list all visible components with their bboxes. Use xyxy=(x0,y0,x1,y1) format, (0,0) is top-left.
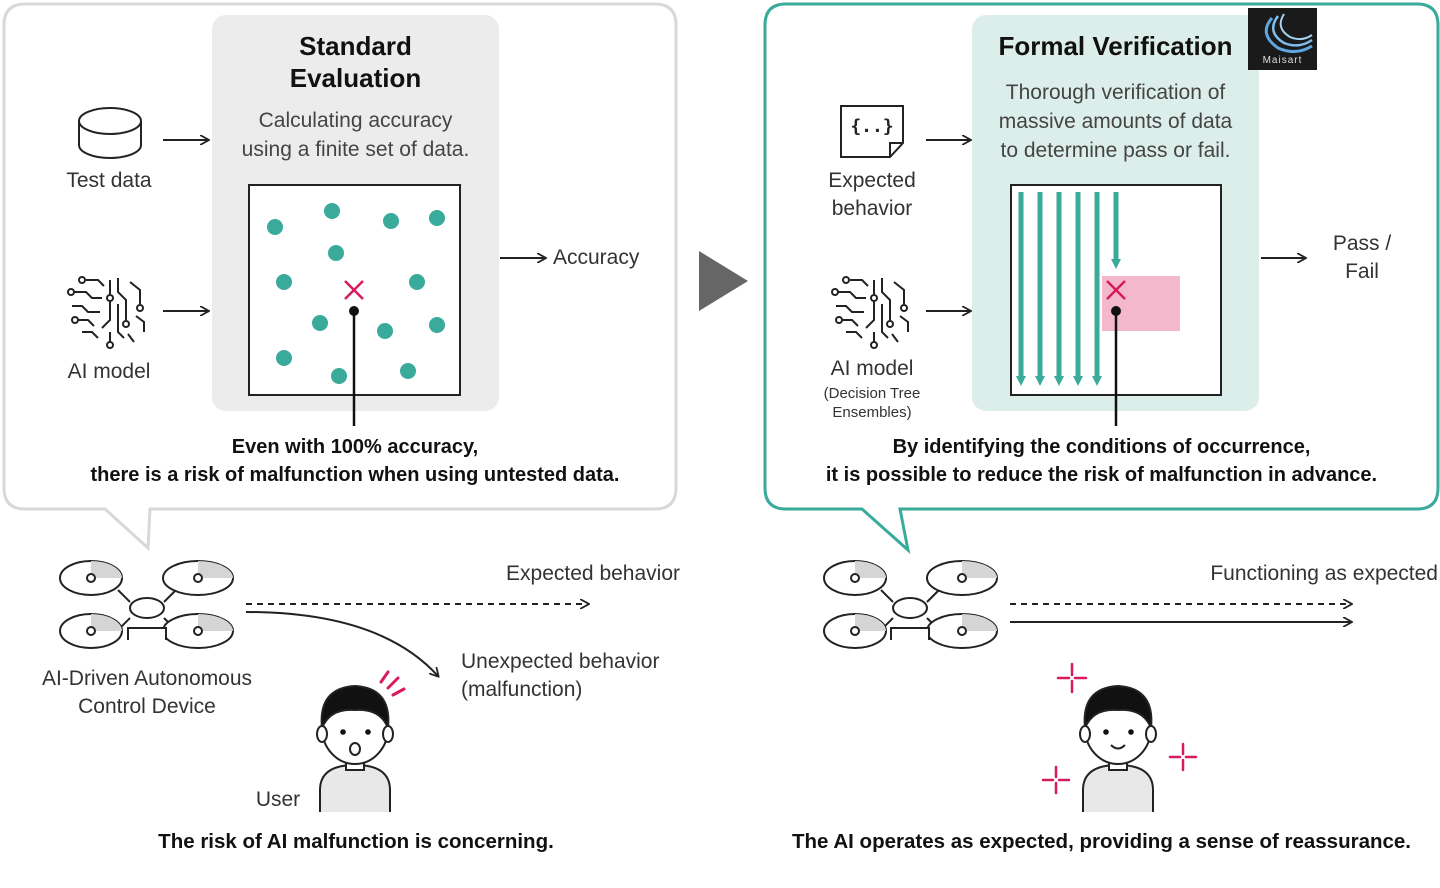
pointer-line-right xyxy=(1111,306,1121,426)
failure-region xyxy=(1102,276,1180,331)
malfunction-path-arrow xyxy=(245,611,438,676)
data-point xyxy=(429,210,445,226)
data-point xyxy=(267,219,283,235)
sparkle-marks xyxy=(1041,662,1198,795)
data-point xyxy=(409,274,425,290)
logo-text: Maisart xyxy=(1262,55,1303,66)
ai-model-note: Ensembles) xyxy=(832,404,912,421)
data-point xyxy=(328,245,344,261)
data-point xyxy=(324,203,340,219)
statement: it is possible to reduce the risk of mal… xyxy=(825,464,1378,486)
statement: there is a risk of malfunction when usin… xyxy=(90,464,620,486)
panel-title: Formal Verification xyxy=(998,31,1233,61)
json-icon-text: {..} xyxy=(850,116,894,137)
ai-model-label: AI model xyxy=(830,357,914,380)
data-point xyxy=(331,368,347,384)
data-point xyxy=(377,323,393,339)
device-label: AI-Driven Autonomous xyxy=(41,667,253,690)
panel-title: Evaluation xyxy=(289,63,422,93)
person-icon xyxy=(316,684,394,812)
neural-circuit-icon xyxy=(67,276,145,349)
drone-icon xyxy=(823,560,998,649)
alarm-marks xyxy=(379,670,406,697)
panel-title: Standard xyxy=(299,31,412,61)
data-point xyxy=(383,213,399,229)
panel-description: massive amounts of data xyxy=(998,110,1233,133)
device-label: Control Device xyxy=(78,695,216,718)
accuracy-label: Accuracy xyxy=(553,246,640,269)
panel-description: to determine pass or fail. xyxy=(1000,139,1231,162)
play-arrow-icon xyxy=(699,251,748,311)
pass-fail-label: Fail xyxy=(1345,260,1379,283)
ai-model-note: (Decision Tree xyxy=(823,385,921,402)
json-document-icon xyxy=(840,105,904,158)
functioning-label: Functioning as expected xyxy=(1210,562,1438,585)
caption: The risk of AI malfunction is concerning… xyxy=(158,830,554,853)
data-points xyxy=(267,203,445,384)
expected-behavior-label: behavior xyxy=(831,197,913,220)
malfunction-x-left xyxy=(344,280,364,300)
data-point xyxy=(276,274,292,290)
data-point xyxy=(400,363,416,379)
pointer-line-left xyxy=(349,306,359,426)
data-point xyxy=(312,315,328,331)
drone-icon xyxy=(59,560,234,649)
maisart-logo xyxy=(1248,8,1317,70)
statement: Even with 100% accuracy, xyxy=(231,436,479,458)
expected-behavior-label: Expected xyxy=(828,169,916,192)
unexpected-behavior-label: (malfunction) xyxy=(461,678,583,701)
data-point xyxy=(429,317,445,333)
panel-description: Thorough verification of xyxy=(1005,81,1226,104)
neural-circuit-icon xyxy=(831,276,909,349)
unexpected-behavior-label: Unexpected behavior xyxy=(461,650,660,673)
verification-sweeps xyxy=(1016,192,1121,386)
test-data-label: Test data xyxy=(66,169,152,192)
malfunction-x-right xyxy=(1106,280,1126,300)
data-point xyxy=(276,350,292,366)
statement: By identifying the conditions of occurre… xyxy=(892,436,1311,458)
panel-description: Calculating accuracy xyxy=(258,109,453,132)
pass-fail-label: Pass / xyxy=(1332,232,1392,255)
person-icon xyxy=(1079,684,1157,812)
database-icon xyxy=(78,107,142,159)
expected-behavior-label: Expected behavior xyxy=(506,562,680,585)
ai-model-label: AI model xyxy=(67,360,151,383)
user-label: User xyxy=(255,788,301,811)
panel-description: using a finite set of data. xyxy=(241,138,470,161)
caption: The AI operates as expected, providing a… xyxy=(791,830,1412,853)
